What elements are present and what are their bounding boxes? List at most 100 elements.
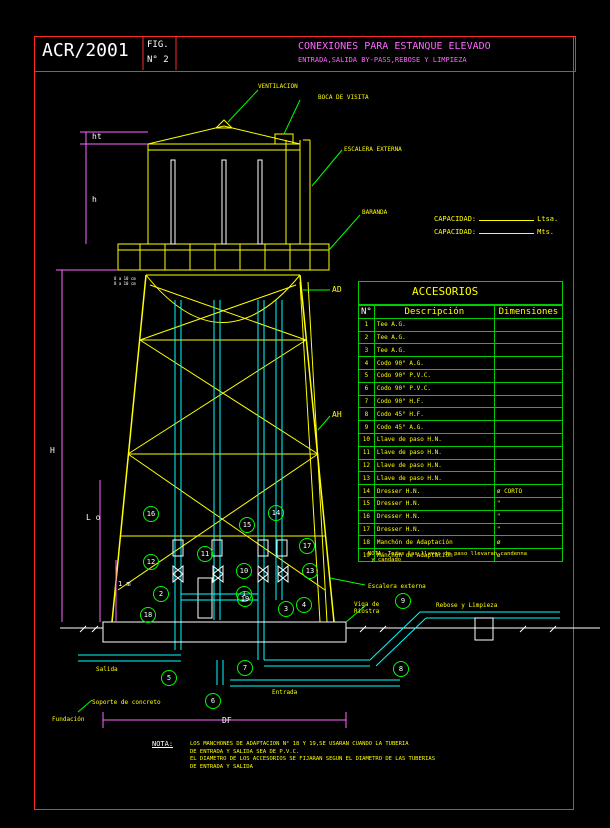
accesorio-dimension <box>493 471 564 486</box>
accesorio-number: 16 <box>358 509 375 524</box>
accesorio-number: 7 <box>358 394 375 409</box>
label-fundacion: Fundación <box>52 716 85 723</box>
label-ah: AH <box>332 410 342 419</box>
callout-17: 17 <box>299 538 315 554</box>
accesorio-description: Codo 90° H.F. <box>373 394 495 409</box>
callout-13: 13 <box>302 563 318 579</box>
accesorio-description: Tee A.G. <box>373 317 495 332</box>
drawing-subtitle: ENTRADA,SALIDA BY-PASS,REBOSE Y LIMPIEZA <box>298 56 467 64</box>
accesorio-dimension: " <box>493 522 564 537</box>
capacity-unit-1: Ltsa. <box>537 215 559 223</box>
leaders <box>77 89 366 713</box>
accesorio-description: Dresser H.N. <box>373 509 495 524</box>
label-entrada: Entrada <box>272 689 298 696</box>
label-h: h <box>92 195 97 204</box>
accesorio-dimension: ø <box>493 535 564 550</box>
footer-note-line: DE ENTRADA Y SALIDA <box>190 763 253 770</box>
entrada-pipe <box>216 660 400 687</box>
accesorio-description: Dresser H.N. <box>373 496 495 511</box>
footer-note-line: DE ENTRADA Y SALIDA SEA DE P.V.C. <box>190 748 300 755</box>
accesorio-description: Codo 90° P.V.C. <box>373 368 495 383</box>
accesorio-number: 5 <box>358 368 375 383</box>
accesorio-description: Manchón de Adaptación <box>373 548 495 562</box>
accesorio-dimension <box>493 317 564 332</box>
accesorio-number: 18 <box>358 535 375 550</box>
callout-7: 7 <box>237 660 253 676</box>
tank-bottom <box>145 274 301 323</box>
accesorio-dimension: " <box>493 509 564 524</box>
title-block <box>34 36 576 72</box>
label-ht: ht <box>92 132 102 141</box>
accesorio-number: 10 <box>358 432 375 447</box>
accesorio-number: 17 <box>358 522 375 537</box>
accesorio-number: 12 <box>358 458 375 473</box>
accesorio-description: Tee A.G. <box>373 343 495 358</box>
tank-internal-pipes <box>170 159 263 245</box>
foundation <box>60 621 600 643</box>
callout-3: 3 <box>278 601 294 617</box>
label-rebose: Rebose y Limpieza <box>436 602 498 609</box>
callout-18: 18 <box>140 607 156 623</box>
accesorio-description: Codo 45° H.F. <box>373 407 495 422</box>
accesorio-description: Llave de paso H.N. <box>373 432 495 447</box>
accesorio-dimension <box>493 368 564 383</box>
accesorio-dimension <box>493 458 564 473</box>
label-small-dim: 8 a 10 cm 8 a 10 cm <box>114 276 136 286</box>
accesorio-description: Llave de paso H.N. <box>373 458 495 473</box>
accesorio-description: Manchón de Adaptación <box>373 535 495 550</box>
col-header-dim: Dimensiones <box>493 305 564 319</box>
col-header-desc: Descripción <box>373 305 495 319</box>
accesorio-number: 9 <box>358 420 375 434</box>
rebose-box <box>474 617 494 641</box>
accesorio-dimension <box>493 394 564 409</box>
col-header-no: N° <box>358 305 375 319</box>
label-ad: AD <box>332 285 342 294</box>
callout-6: 6 <box>205 693 221 709</box>
accesorio-number: 15 <box>358 496 375 511</box>
label-salida: Salida <box>96 666 118 673</box>
callout-19: 19 <box>237 591 253 607</box>
accesorio-dimension <box>493 445 564 460</box>
accesorio-description: Tee A.G. <box>373 330 495 345</box>
tower-bracing <box>117 284 326 591</box>
accesorio-dimension <box>493 432 564 447</box>
label-baranda: BARANDA <box>362 209 388 216</box>
drawing-title: CONEXIONES PARA ESTANQUE ELEVADO <box>298 41 491 52</box>
accesorio-number: 3 <box>358 343 375 358</box>
label-escalera-externa: Escalera externa <box>368 583 426 590</box>
salida-pipe <box>78 654 181 662</box>
footer-note-line: EL DIAMETRO DE LOS ACCESORIOS SE FIJARAN… <box>190 756 436 762</box>
footer-note-text: LOS MANCHONES DE ADAPTACION N° 18 Y 19,S… <box>190 741 435 771</box>
accesorios-note: NOTA: Todas las llaves de paso llevaran … <box>368 551 527 563</box>
accesorio-number: 8 <box>358 407 375 422</box>
label-soporte: Soporte de concreto <box>92 699 161 706</box>
accesorio-number: 13 <box>358 471 375 486</box>
accesorio-number: 1 <box>358 317 375 332</box>
accesorio-dimension <box>493 407 564 422</box>
dimension-lines <box>56 131 347 728</box>
footer-note-label: NOTA: <box>152 740 174 748</box>
callout-5: 5 <box>161 670 177 686</box>
label-1m: 1 m <box>118 580 131 588</box>
capacity-label-2: CAPACIDAD: <box>434 228 477 236</box>
accesorio-dimension <box>493 330 564 345</box>
ground-hatch <box>79 625 557 633</box>
accesorio-description: Llave de paso H.N. <box>373 445 495 460</box>
callout-8: 8 <box>393 661 409 677</box>
accesorio-dimension <box>493 420 564 434</box>
platform-railing <box>117 243 330 271</box>
